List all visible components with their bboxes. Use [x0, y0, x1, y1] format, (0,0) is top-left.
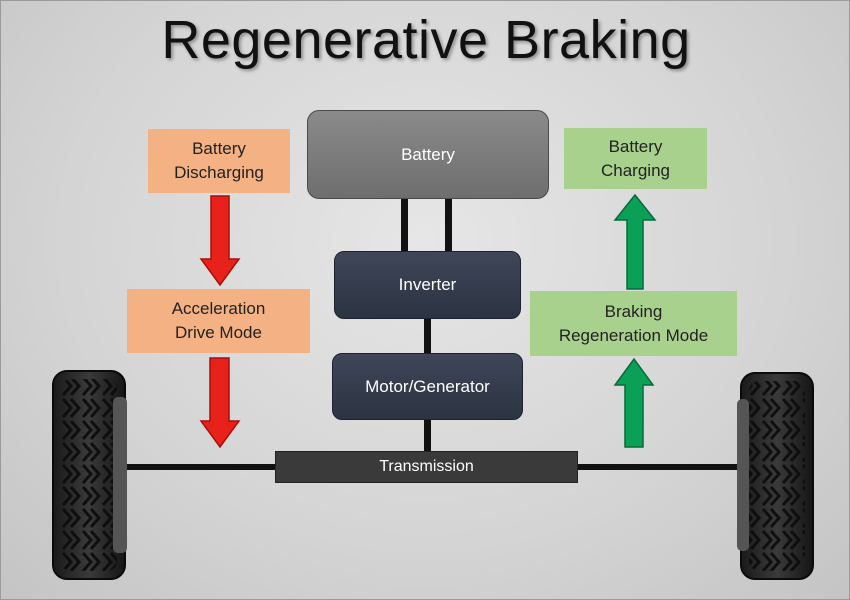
battery-inverter-wire-left	[401, 199, 408, 251]
battery-inverter-wire-right	[445, 199, 452, 251]
inverter-motor-wire	[424, 319, 431, 353]
axle-right	[578, 464, 748, 470]
battery-discharging-label: Battery Discharging	[174, 139, 264, 182]
motor-transmission-wire	[424, 420, 431, 451]
right-wheel-icon	[737, 372, 814, 580]
left-wheel-icon	[52, 370, 127, 580]
inverter-box: Inverter	[334, 251, 521, 319]
battery-discharging-box: Battery Discharging	[148, 129, 290, 193]
battery-charging-box: Battery Charging	[564, 128, 707, 189]
braking-regeneration-mode-box: Braking Regeneration Mode	[530, 291, 737, 356]
motor-generator-box: Motor/Generator	[332, 353, 523, 420]
transmission-label: Transmission	[379, 458, 474, 475]
discharge-arrow-upper-icon	[199, 195, 241, 287]
discharge-arrow-lower-icon	[199, 357, 241, 449]
battery-charging-label: Battery Charging	[601, 136, 670, 180]
battery-label: Battery	[401, 144, 455, 164]
axle-left	[125, 464, 275, 470]
transmission-box: Transmission	[275, 451, 578, 483]
page-title: Regenerative Braking	[161, 10, 691, 70]
battery-box: Battery	[307, 110, 549, 199]
charge-arrow-lower-icon	[613, 357, 655, 448]
braking-regeneration-mode-label: Braking Regeneration Mode	[558, 301, 709, 345]
motor-generator-label: Motor/Generator	[365, 376, 490, 396]
acceleration-drive-mode-label: Acceleration Drive Mode	[171, 299, 266, 342]
inverter-label: Inverter	[398, 275, 457, 294]
charge-arrow-upper-icon	[613, 193, 657, 290]
acceleration-drive-mode-box: Acceleration Drive Mode	[127, 289, 310, 353]
